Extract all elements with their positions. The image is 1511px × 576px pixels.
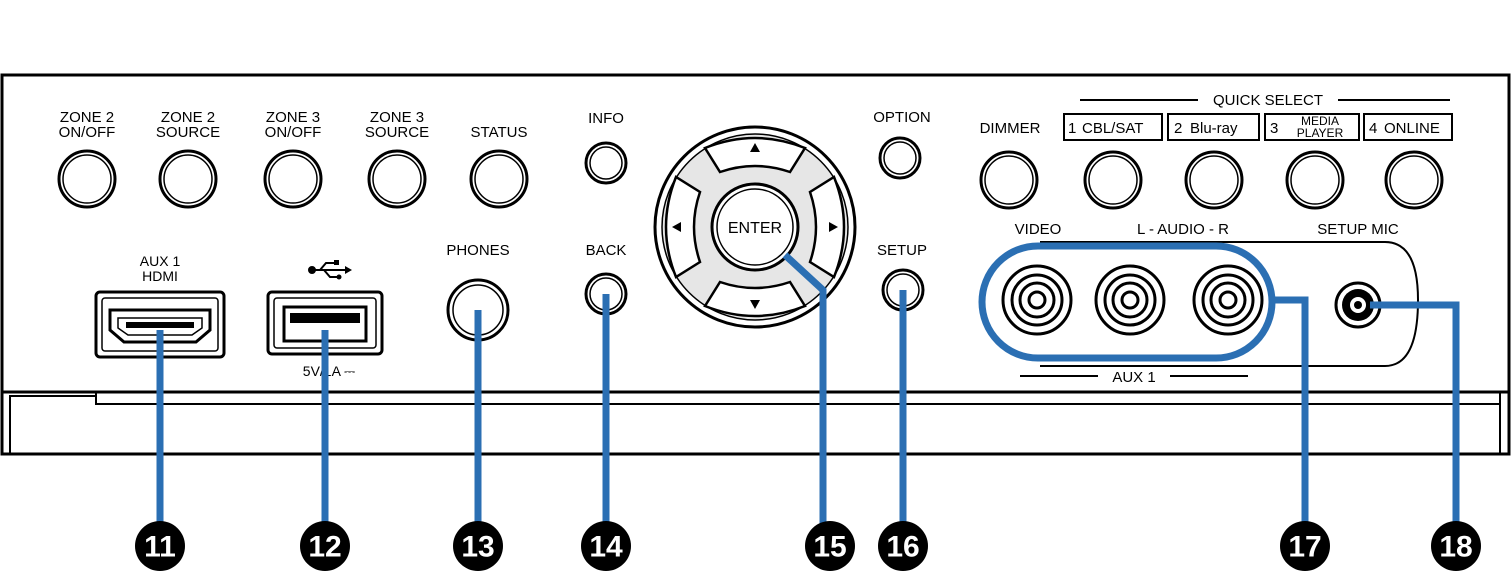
quick-select-group: QUICK SELECT 1 CBL/SAT 2 Blu-ray 3 MEDIA… xyxy=(1063,92,1453,141)
info-label: INFO xyxy=(588,110,624,127)
zone2-source-label-1: ZONE 2 xyxy=(161,109,215,126)
qs3-num: 3 xyxy=(1270,120,1278,137)
setup-mic-label: SETUP MIC xyxy=(1317,221,1399,238)
setup-label: SETUP xyxy=(877,242,927,259)
zone3-source-label-1: ZONE 3 xyxy=(370,109,424,126)
zone3-onoff-label-2: ON/OFF xyxy=(265,124,322,141)
callouts: 11 12 13 14 15 16 17 18 xyxy=(135,521,1481,571)
top-button-labels: ZONE 2 ON/OFF ZONE 2 SOURCE ZONE 3 ON/OF… xyxy=(59,109,1041,141)
zone2-onoff-label-1: ZONE 2 xyxy=(60,109,114,126)
qs2-label: Blu-ray xyxy=(1190,120,1238,137)
callout-11: 11 xyxy=(144,531,176,564)
callout-16: 16 xyxy=(886,531,919,564)
quick-select-title: QUICK SELECT xyxy=(1213,92,1323,109)
usb-rating-label: 5V/1A ⎓ xyxy=(303,363,355,379)
leader-18 xyxy=(1370,301,1460,525)
video-label: VIDEO xyxy=(1015,221,1062,238)
navigation-pad: ENTER xyxy=(653,125,857,329)
dimmer-label: DIMMER xyxy=(980,120,1041,137)
qs3-label-2: PLAYER xyxy=(1297,126,1344,140)
qs3-label-1: MEDIA xyxy=(1301,114,1339,128)
qs4-num: 4 xyxy=(1369,120,1377,137)
right-arrow-icon xyxy=(829,222,838,232)
aux1-hdmi-label-1: AUX 1 xyxy=(140,253,181,269)
qs2-num: 2 xyxy=(1174,120,1182,137)
aux1-bottom-label: AUX 1 xyxy=(1112,369,1155,386)
top-buttons xyxy=(57,136,1444,210)
down-arrow-icon xyxy=(750,300,760,309)
down-button[interactable] xyxy=(703,280,807,318)
phones-label: PHONES xyxy=(446,242,509,259)
audio-label: L - AUDIO - R xyxy=(1137,221,1229,238)
back-label: BACK xyxy=(586,242,627,259)
left-arrow-icon xyxy=(672,222,681,232)
aux1-av-inputs xyxy=(978,241,1420,367)
enter-label: ENTER xyxy=(728,220,782,237)
option-label: OPTION xyxy=(873,109,931,126)
callout-15: 15 xyxy=(813,531,846,564)
leader-lines xyxy=(156,252,1460,525)
zone3-onoff-label-1: ZONE 3 xyxy=(266,109,320,126)
status-label: STATUS xyxy=(471,124,528,141)
callout-12: 12 xyxy=(308,531,341,564)
zone2-source-label-2: SOURCE xyxy=(156,124,220,141)
qs4-label: ONLINE xyxy=(1384,120,1440,137)
qs1-num: 1 xyxy=(1068,120,1076,137)
qs1-label: CBL/SAT xyxy=(1082,120,1143,137)
up-arrow-icon xyxy=(750,143,760,152)
up-button[interactable] xyxy=(703,136,807,174)
callout-18: 18 xyxy=(1439,531,1472,564)
enter-button[interactable] xyxy=(710,182,800,272)
usb-icon xyxy=(308,260,352,280)
leader-15 xyxy=(782,252,827,525)
callout-17: 17 xyxy=(1288,531,1321,564)
middle-labels: AUX 1 HDMI PHONES BACK SETUP VIDEO L - A… xyxy=(140,221,1399,386)
callout-14: 14 xyxy=(589,531,623,564)
zone3-source-label-2: SOURCE xyxy=(365,124,429,141)
callout-13: 13 xyxy=(461,531,494,564)
aux1-hdmi-label-2: HDMI xyxy=(142,268,178,284)
right-button[interactable] xyxy=(808,175,846,279)
zone2-onoff-label-2: ON/OFF xyxy=(59,124,116,141)
panel-frame xyxy=(0,73,1511,456)
leader-17 xyxy=(1272,296,1309,525)
left-button[interactable] xyxy=(664,175,702,279)
